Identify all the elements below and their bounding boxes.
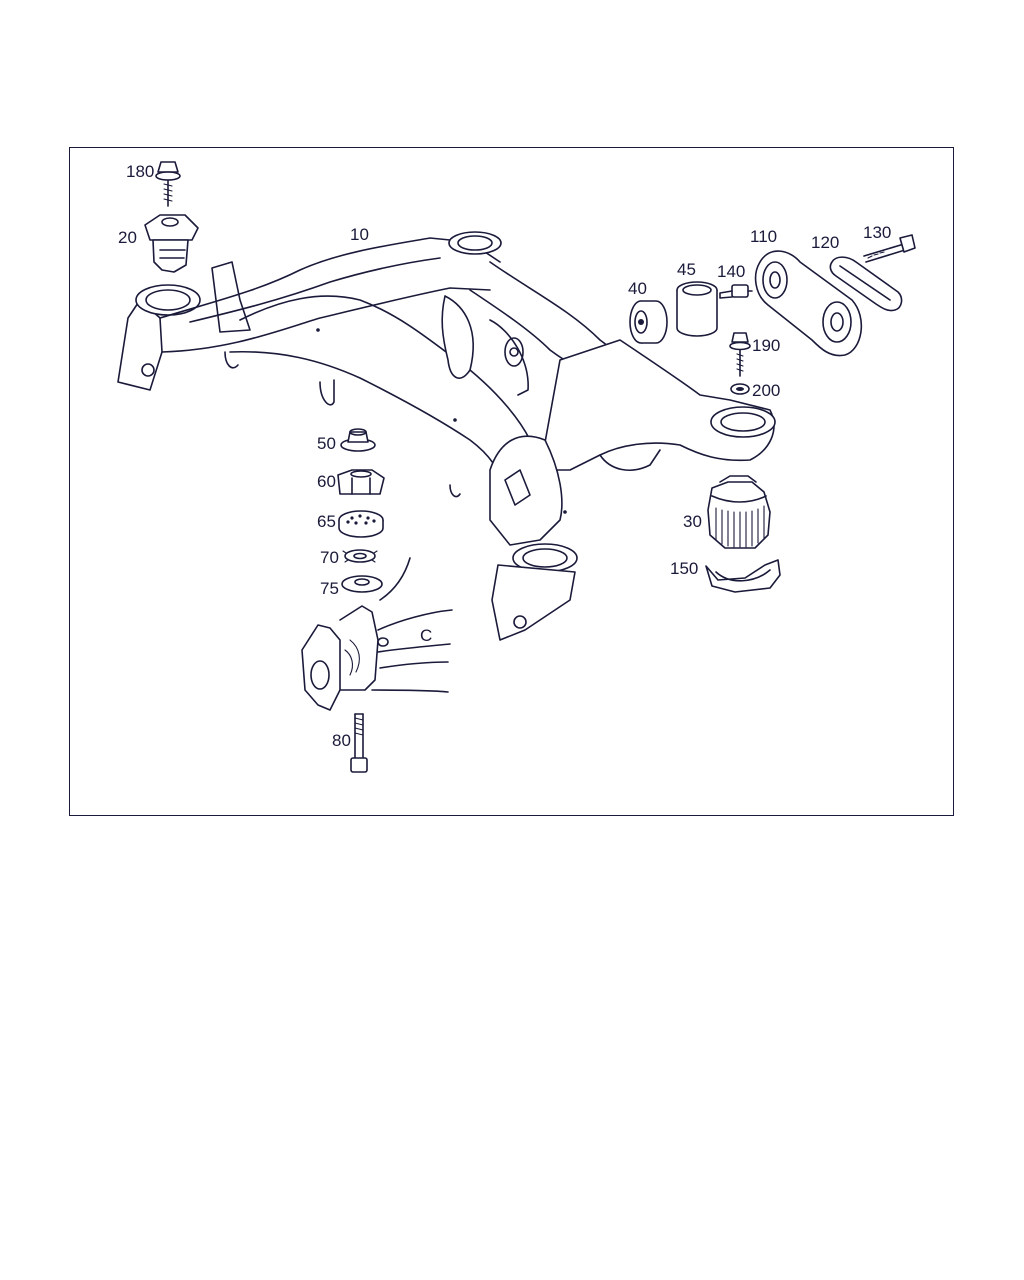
callout-65: 65 xyxy=(317,512,336,531)
callout-130: 130 xyxy=(863,223,891,242)
callout-70: 70 xyxy=(320,548,339,567)
callout-20: 20 xyxy=(118,228,137,247)
mount-30-icon xyxy=(707,475,771,549)
callout-40: 40 xyxy=(628,279,647,298)
washer-75-icon xyxy=(341,575,383,593)
callout-labels: 180 20 10 40 45 140 110 120 130 190 200 … xyxy=(118,162,891,750)
callout-10: 10 xyxy=(350,225,369,244)
rubber-disc-65-icon xyxy=(338,510,384,538)
bolt-80-icon xyxy=(350,713,368,773)
link-plate-110-icon xyxy=(754,250,863,357)
callout-180: 180 xyxy=(126,162,154,181)
axle-marker-c: C xyxy=(420,626,432,645)
mount-20-icon xyxy=(144,214,199,273)
callout-120: 120 xyxy=(811,233,839,252)
callout-50: 50 xyxy=(317,434,336,453)
rear-subframe xyxy=(117,231,776,641)
callout-30: 30 xyxy=(683,512,702,531)
sleeve-45-icon xyxy=(676,281,718,337)
callout-190: 190 xyxy=(752,336,780,355)
washer-200-icon xyxy=(730,383,750,395)
shield-150-icon xyxy=(705,559,781,593)
bolt-130-icon xyxy=(863,234,916,263)
callout-150: 150 xyxy=(670,559,698,578)
callout-200: 200 xyxy=(752,381,780,400)
bolt-190-icon xyxy=(729,332,751,377)
bushing-40-icon xyxy=(629,300,668,344)
callout-80: 80 xyxy=(332,731,351,750)
callout-75: 75 xyxy=(320,579,339,598)
callout-45: 45 xyxy=(677,260,696,279)
nut-50-icon xyxy=(340,428,376,452)
callout-140: 140 xyxy=(717,262,745,281)
gasket-120-icon xyxy=(829,256,903,312)
diagram-frame xyxy=(69,147,954,816)
callout-110: 110 xyxy=(750,227,777,246)
bolt-180-icon xyxy=(155,161,181,207)
callout-60: 60 xyxy=(317,472,336,491)
axle-housing xyxy=(301,557,453,711)
bracket-60-icon xyxy=(337,469,385,495)
fitting-140-icon xyxy=(719,284,753,299)
lock-washer-70-icon xyxy=(342,549,378,563)
